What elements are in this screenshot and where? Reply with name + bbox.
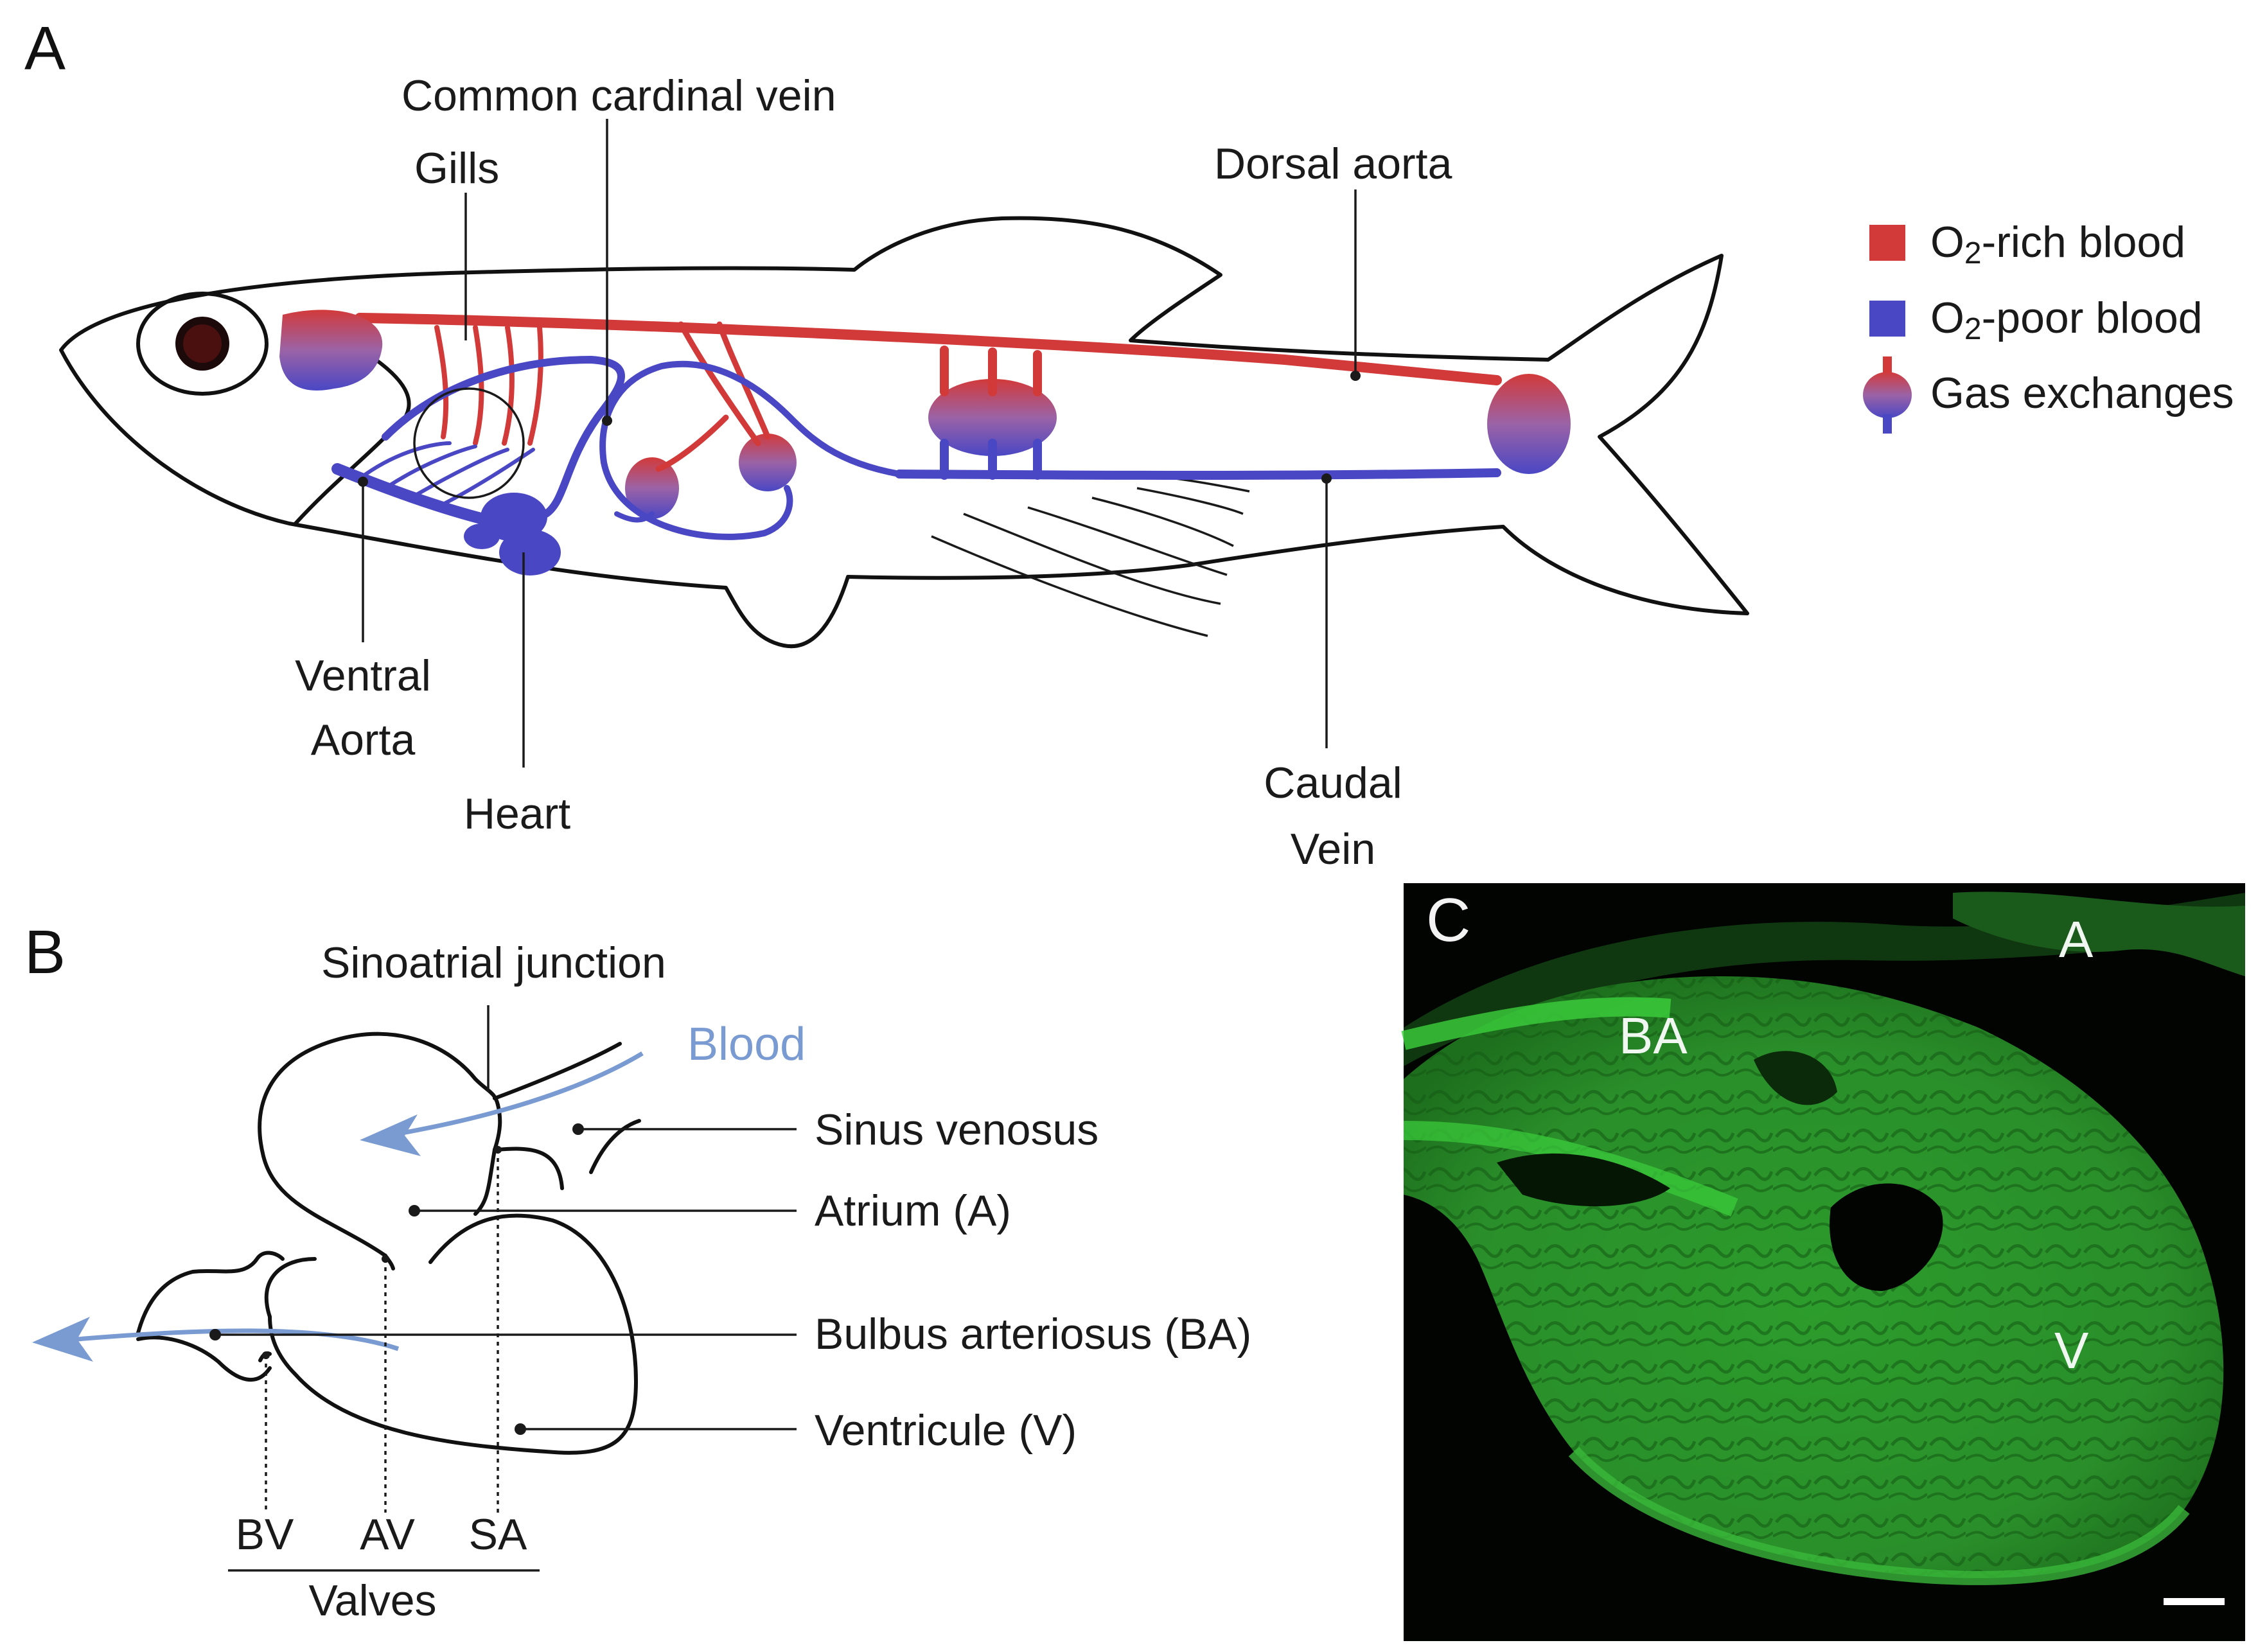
gills-label: Gills	[414, 144, 499, 193]
caudal-vein-label-line2: Vein	[1291, 825, 1375, 874]
legend-oxygen-poor: O2-poor blood	[1930, 294, 2203, 346]
red-square-icon	[1869, 225, 1905, 261]
trunk-gas-exchange	[928, 379, 1057, 456]
ventral-aorta-label-line1: Ventral	[295, 651, 431, 700]
gills-circle	[413, 387, 525, 499]
caudal-vein-vessel	[895, 468, 1501, 480]
panel-b-leaders	[209, 1005, 797, 1572]
panel-a-letter: A	[24, 14, 66, 83]
common-cardinal-vein-label: Common cardinal vein	[401, 71, 836, 120]
tail-gas-exchange	[1487, 374, 1571, 474]
ventricule-label: Ventricule (V)	[815, 1406, 1077, 1455]
atrium-label: Atrium (A)	[815, 1186, 1011, 1235]
eye-outline	[136, 292, 269, 396]
legend: O2-rich blood O2-poor blood Gas exchange…	[1863, 218, 2234, 434]
legend-oxygen-rich: O2-rich blood	[1930, 218, 2185, 270]
legend-gas-exchanges: Gas exchanges	[1930, 369, 2234, 417]
heart-shape	[464, 493, 561, 576]
valve-av-label: AV	[360, 1510, 415, 1559]
panel-a-leaders	[358, 119, 1361, 768]
heart-diagram	[136, 1032, 641, 1455]
micrograph-v-label: V	[2054, 1322, 2089, 1379]
blood-arrowhead-icon	[360, 1114, 421, 1156]
micrograph-a-label: A	[2059, 911, 2094, 968]
blood-label: Blood	[687, 1019, 806, 1070]
valve-sa-label: SA	[469, 1510, 527, 1559]
sinoatrial-junction-label: Sinoatrial junction	[321, 938, 666, 987]
panel-c-letter: C	[1426, 886, 1470, 954]
ventral-aorta-label-line2: Aorta	[311, 716, 416, 764]
dorsal-aorta-vessel	[355, 313, 1502, 385]
bulbus-arteriosus-label: Bulbus arteriosus (BA)	[815, 1310, 1251, 1358]
valve-bv-label: BV	[236, 1510, 294, 1559]
blood-outflow-arrowhead-icon	[32, 1317, 93, 1362]
blood-flow-arrows	[32, 1051, 644, 1362]
circulatory-system	[279, 310, 1571, 576]
dorsal-aorta-label: Dorsal aorta	[1214, 139, 1452, 188]
valves-caption: Valves	[308, 1576, 436, 1625]
blue-square-icon	[1869, 301, 1905, 337]
panel-b-letter: B	[24, 918, 66, 987]
gas-exchange-icon	[1863, 356, 1912, 434]
micrograph-ba-label: BA	[1619, 1007, 1688, 1064]
head-gas-exchange	[279, 310, 383, 391]
anal-fin-rays	[931, 477, 1250, 637]
scale-bar	[2164, 1598, 2225, 1605]
fish-outline	[59, 216, 1749, 649]
heart-label: Heart	[464, 789, 570, 838]
caudal-vein-label-line1: Caudal	[1264, 759, 1402, 807]
micrograph-panel	[1401, 883, 2245, 1641]
sinus-venosus-label: Sinus venosus	[815, 1105, 1098, 1154]
